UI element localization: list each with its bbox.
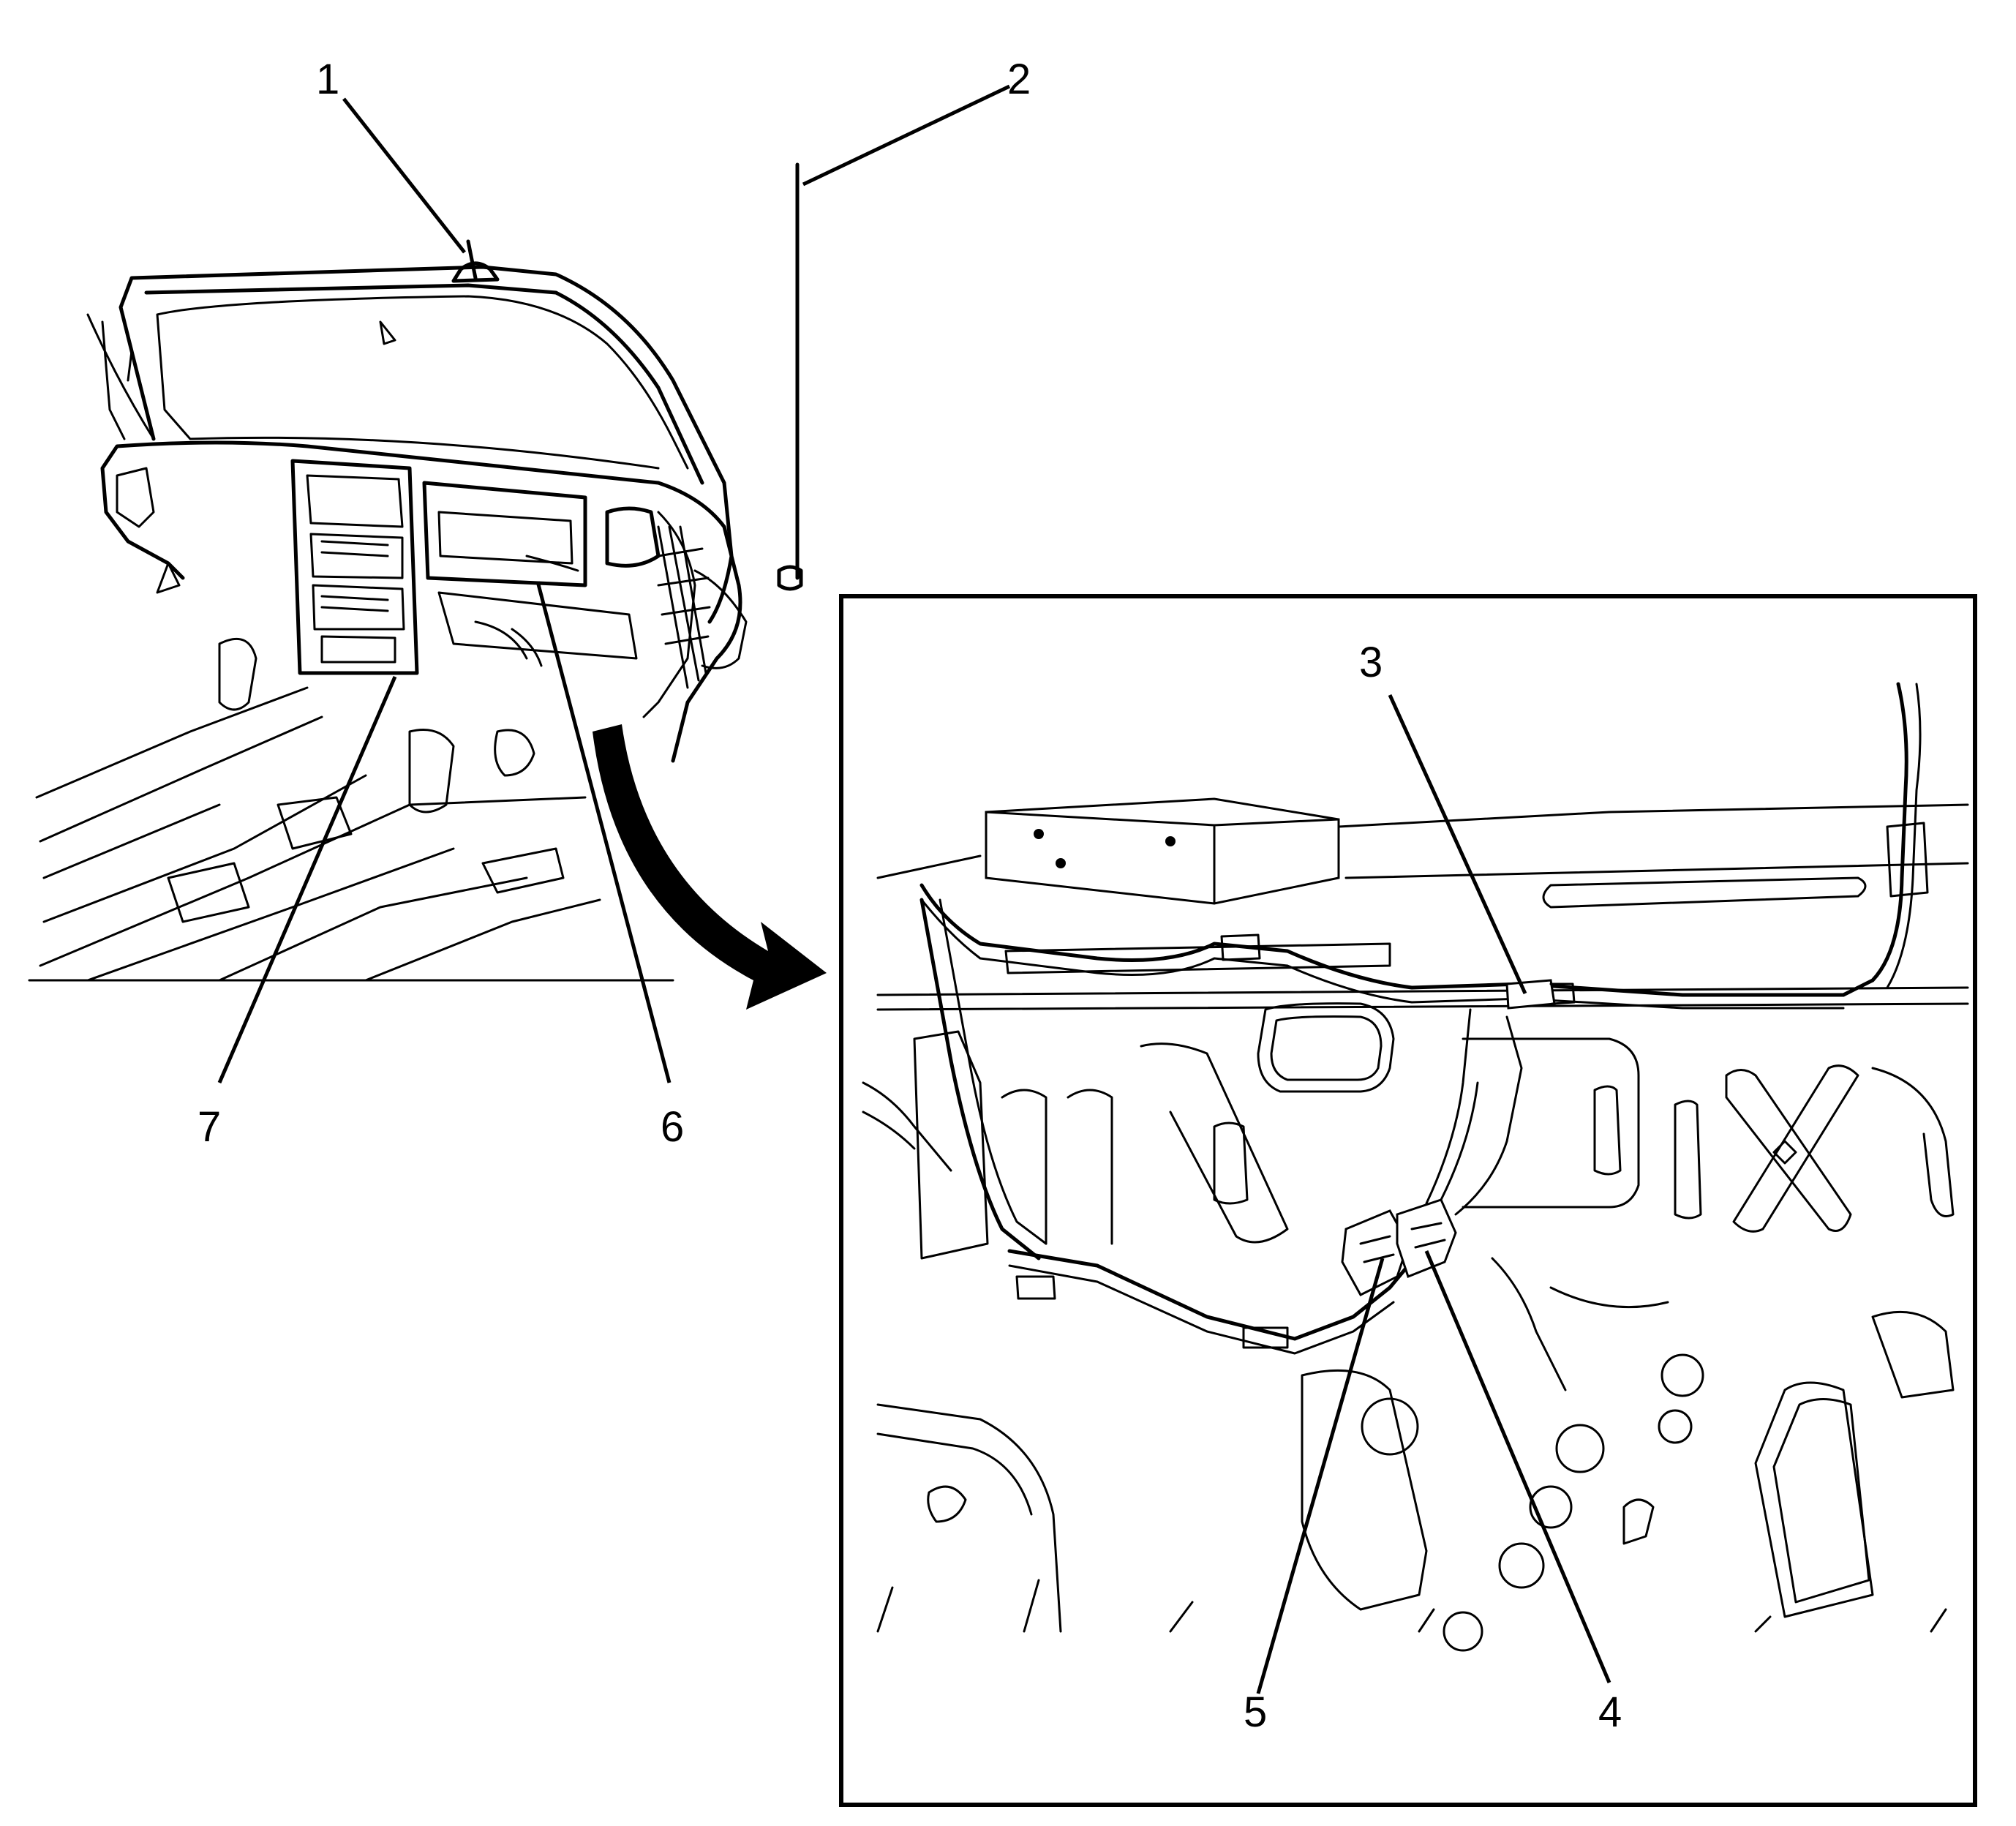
leader-7 [217,676,397,1083]
vehicle-overview-view [28,162,827,1010]
module-box [985,797,1340,905]
floor-pan [35,686,601,982]
callout-6: 6 [661,1103,684,1151]
detail-inset-view [839,594,1977,1807]
callout-labels: 1 2 3 4 5 6 7 [198,56,1622,1736]
connector-5 [1341,1209,1410,1296]
roof-antenna [451,239,500,283]
callout-4: 4 [1598,1688,1622,1736]
callout-5: 5 [1244,1688,1267,1736]
callout-2: 2 [1007,56,1031,103]
leader-lines [217,84,1611,1694]
windshield-frame [119,265,734,624]
leader-1 [342,97,466,254]
leader-5 [1256,1258,1385,1694]
leader-6 [535,581,672,1083]
inset-frame [839,594,1977,1807]
wiring-harness [919,883,1846,997]
callout-3: 3 [1359,639,1383,686]
leader-2 [802,84,1011,187]
detail-view-arrow [593,724,827,1010]
instrument-panel [100,440,742,763]
connector-3 [1505,979,1556,1010]
callout-1: 1 [316,56,339,103]
leader-4 [1424,1250,1611,1683]
callout-7: 7 [198,1103,221,1151]
leader-3 [1388,694,1527,995]
